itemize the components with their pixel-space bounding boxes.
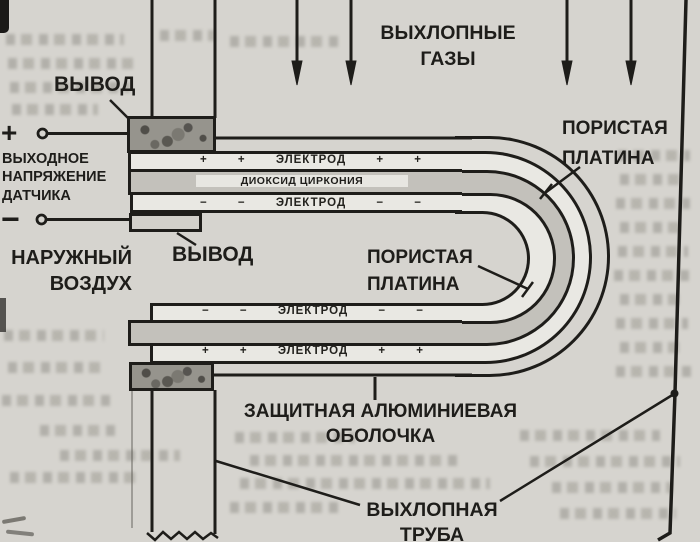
electrode-minus-top-text: − − ЭЛЕКТРОД − − xyxy=(200,197,422,209)
pipe-wall-break xyxy=(146,530,219,542)
protective-shell-line1: ЗАЩИТНАЯ АЛЮМИНИЕВАЯ xyxy=(243,401,518,422)
lead-top-label: ВЫВОД xyxy=(54,73,136,96)
porous-platinum-center-line1: ПОРИСТАЯ xyxy=(367,247,473,268)
exhaust-gases-label: ВЫХЛОПНЫЕ ГАЗЫ xyxy=(377,20,519,72)
pipe-wall-shadow-line xyxy=(131,391,133,528)
exhaust-flow-arrow xyxy=(345,0,357,86)
output-voltage-line2: НАПРЯЖЕНИЕ xyxy=(2,169,107,186)
porous-platinum-right-line2: ПЛАТИНА xyxy=(562,147,655,169)
exhaust-flow-arrow xyxy=(625,0,637,86)
plus-terminal-sign: + xyxy=(1,117,18,148)
electrode-minus-bar-top xyxy=(130,192,462,213)
electrode-plus-bottom-text: + + ЭЛЕКТРОД + + xyxy=(202,345,424,357)
scan-artifact-mark1 xyxy=(1,515,27,525)
zirconia-top-text: ДИОКСИД ЦИРКОНИЯ xyxy=(196,175,408,187)
porous-platinum-center-label: ПОРИСТАЯ ПЛАТИНА xyxy=(367,245,473,298)
output-voltage-line1: ВЫХОДНОЕ xyxy=(2,151,89,167)
outside-air-line2: ВОЗДУХ xyxy=(49,272,132,295)
porous-platinum-right-line1: ПОРИСТАЯ xyxy=(562,118,668,139)
exhaust-gases-line2: ГАЗЫ xyxy=(420,48,476,70)
lead-bottom-label: ВЫВОД xyxy=(172,243,254,266)
electrode-plus-top-text: + + ЭЛЕКТРОД + + xyxy=(200,154,422,166)
output-voltage-line3: ДАТЧИКА xyxy=(2,187,71,204)
scan-artifact-mark2 xyxy=(5,529,35,537)
exhaust-gases-line1: ВЫХЛОПНЫЕ xyxy=(380,22,516,44)
protective-shell-line2: ОБОЛОЧКА xyxy=(325,425,436,447)
exhaust-pipe-label: ВЫХЛОПНАЯ ТРУБА xyxy=(361,498,503,542)
protective-shell-label: ЗАЩИТНАЯ АЛЮМИНИЕВАЯ ОБОЛОЧКА xyxy=(237,400,524,449)
plus-terminal-circle xyxy=(36,127,49,140)
terminal-block-inner xyxy=(129,213,202,232)
outside-air-label: НАРУЖНЫЙ ВОЗДУХ xyxy=(0,246,132,297)
air-cavity xyxy=(455,211,530,306)
porous-platinum-right-label: ПОРИСТАЯ ПЛАТИНА xyxy=(562,114,668,173)
terminal-block-top xyxy=(127,116,216,153)
exhaust-pipe-line2: ТРУБА xyxy=(399,524,465,542)
leader-junction-dot xyxy=(670,389,679,398)
electrode-minus-bottom-text: − − ЭЛЕКТРОД − − xyxy=(202,305,424,317)
exhaust-pipe-line1: ВЫХЛОПНАЯ xyxy=(366,499,498,521)
minus-terminal-circle xyxy=(35,213,48,226)
scan-artifact-left-edge xyxy=(0,298,6,332)
scan-artifact-corner xyxy=(0,0,9,33)
leader-lead-top xyxy=(109,99,129,119)
terminal-block-bottom xyxy=(129,362,214,391)
electrode-plus-bar-bottom xyxy=(150,343,462,364)
minus-terminal-sign: − xyxy=(1,201,20,237)
zirconia-bar-bottom xyxy=(128,320,462,346)
exhaust-flow-arrow xyxy=(561,0,573,86)
porous-platinum-center-line2: ПЛАТИНА xyxy=(367,273,460,295)
outside-air-line1: НАРУЖНЫЙ xyxy=(11,247,132,269)
sensor-output-voltage-label: ВЫХОДНОЕ НАПРЯЖЕНИЕ ДАТЧИКА xyxy=(2,150,106,205)
